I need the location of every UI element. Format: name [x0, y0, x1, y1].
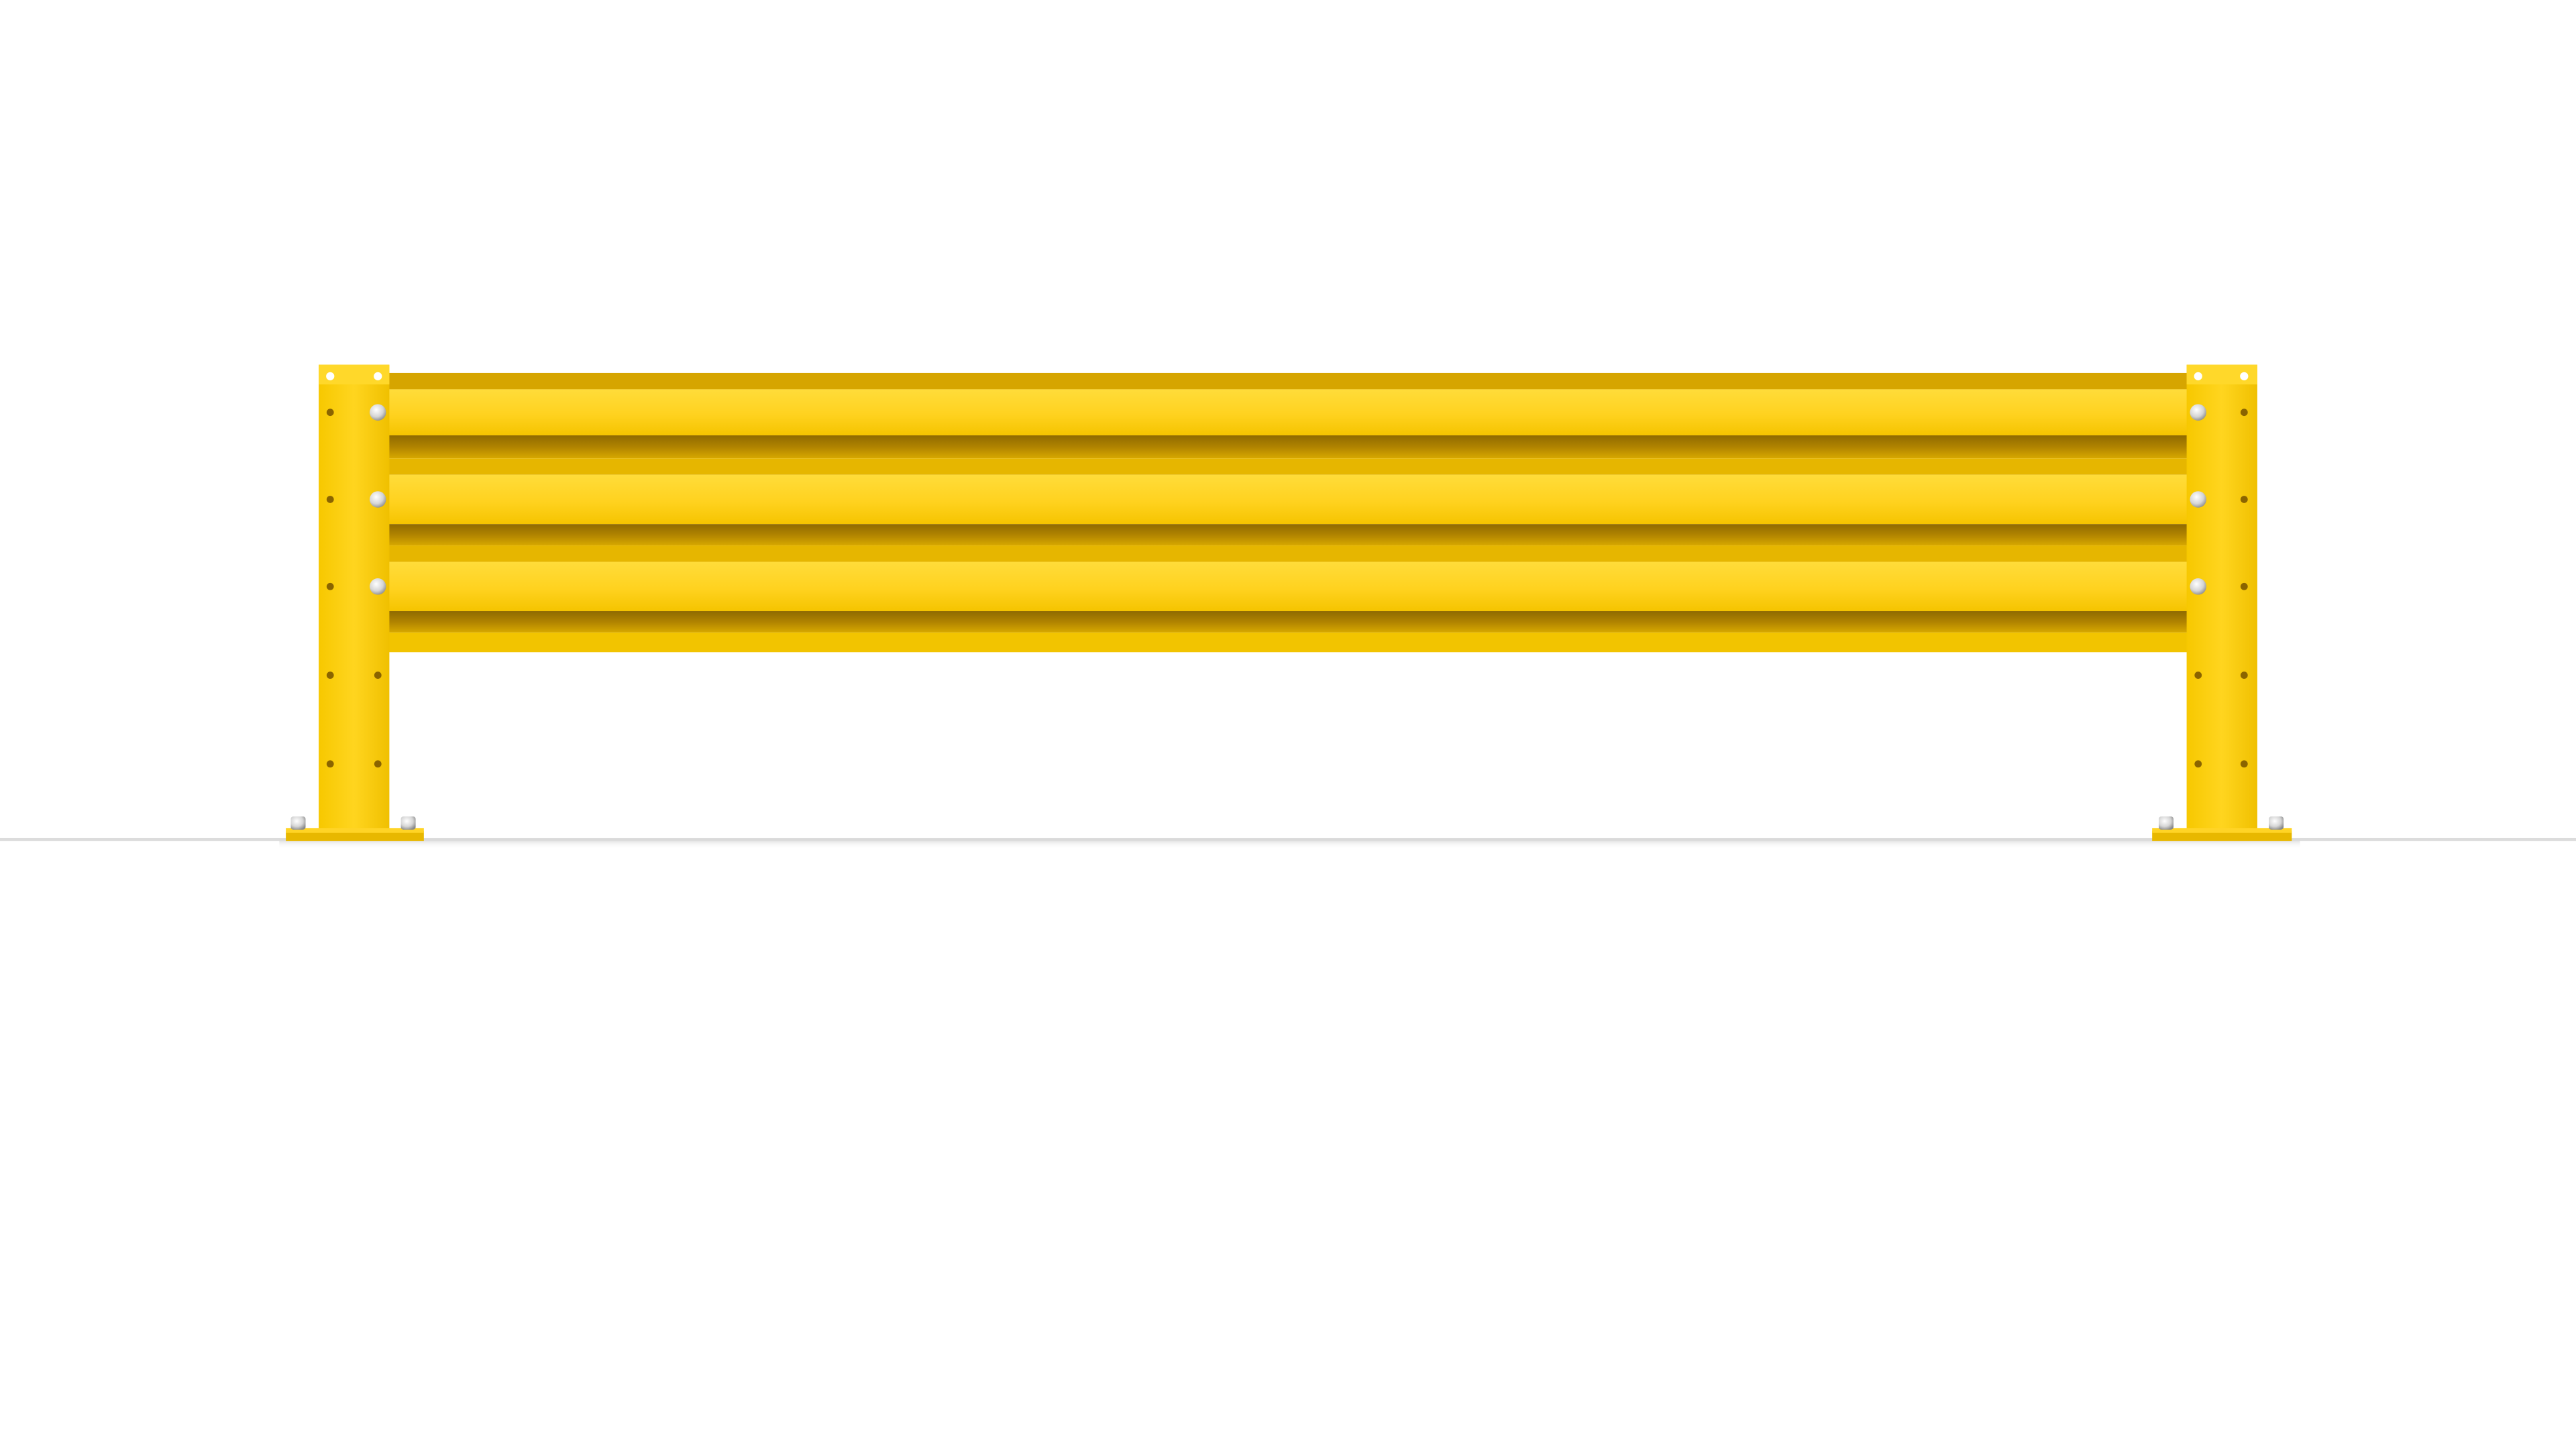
floor [0, 837, 2576, 850]
rail-2 [387, 474, 2189, 562]
left-rail-bolts [370, 404, 386, 595]
left-base-plate [286, 831, 424, 841]
rail-top-cap [387, 372, 2189, 390]
rail-1 [387, 389, 2189, 475]
right-base-plate [2152, 831, 2292, 841]
rail-3 [387, 561, 2189, 653]
right-post-column [2186, 364, 2257, 835]
right-post [2152, 364, 2292, 841]
left-post-column [319, 364, 390, 835]
left-post-holes [326, 372, 382, 768]
right-post-holes [2194, 372, 2249, 768]
rail-3-groove [387, 611, 2189, 633]
left-anchor-bolts [290, 816, 416, 830]
floor-shadow [279, 839, 2300, 850]
left-post [286, 364, 424, 841]
right-anchor-bolts [2158, 816, 2284, 830]
right-rail-bolts [2190, 404, 2206, 595]
rail-2-groove [387, 524, 2189, 546]
rail-1-groove [387, 435, 2189, 459]
rail-assembly [387, 372, 2189, 653]
